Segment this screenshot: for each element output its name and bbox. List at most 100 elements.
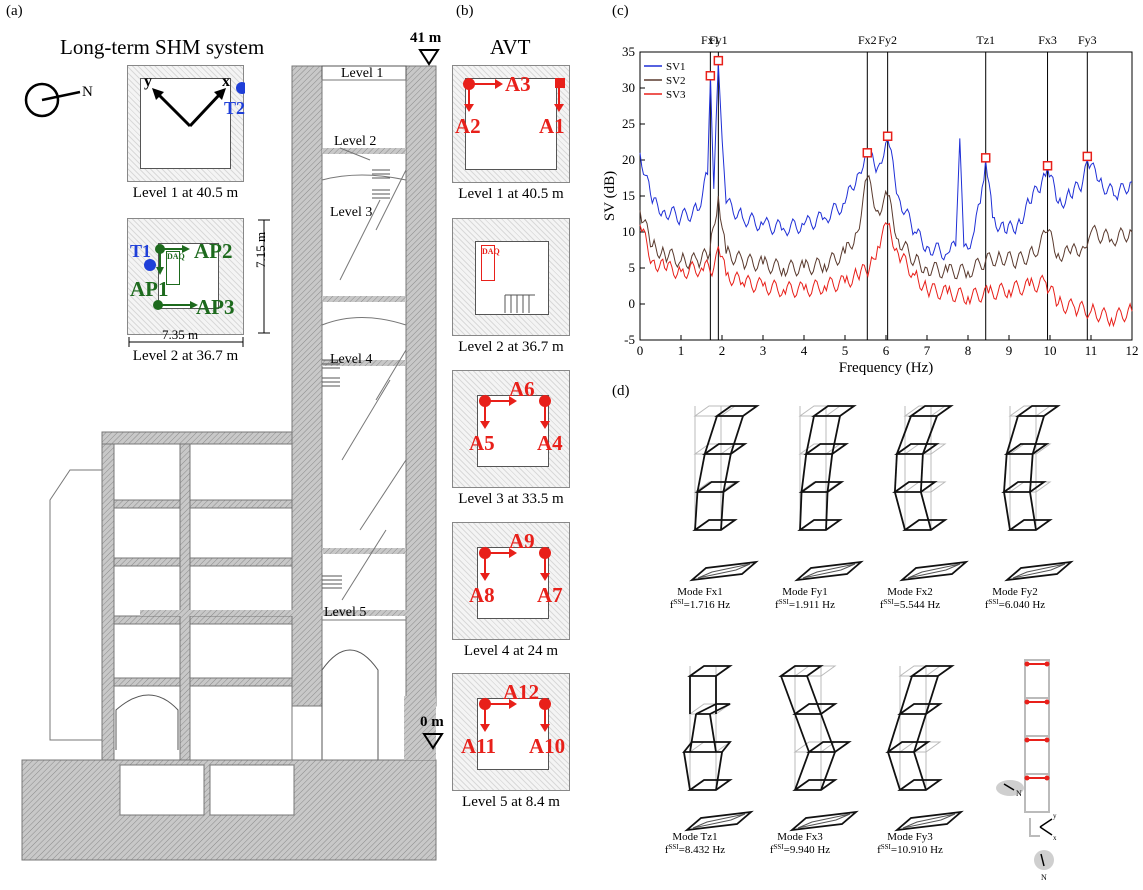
- deformed-edge: [919, 453, 924, 493]
- ref-sensor-dot: [1044, 775, 1050, 781]
- shm-level2-caption: Level 2 at 36.7 m: [132, 348, 239, 364]
- frame-box: [811, 405, 857, 417]
- deformed-edge: [689, 713, 697, 753]
- ref-north-label-2: N: [1041, 873, 1047, 882]
- north-arrow-icon: [24, 82, 81, 118]
- plan-inner: [802, 563, 856, 579]
- y-tick-label: 35: [622, 44, 635, 59]
- x-tick-label: 0: [637, 343, 644, 358]
- y-tick-label: 10: [622, 224, 635, 239]
- plan-outline: [899, 560, 969, 582]
- y-tick-label: 5: [629, 260, 636, 275]
- stair-icon: [504, 294, 535, 313]
- avt-level4-plan: A9 A8 A7: [452, 522, 570, 640]
- mode-freq-3: fSSI=5.544 Hz: [880, 598, 940, 611]
- mode-plan-view-2: [794, 560, 864, 582]
- x-tick-label: 3: [760, 343, 767, 358]
- frame-box: [687, 779, 733, 791]
- plan-inner: [797, 813, 851, 829]
- ref-north-disc-2: [1034, 850, 1054, 870]
- avt-level2-plan: DAQ: [452, 218, 570, 336]
- level-4-label: Level 4: [330, 352, 373, 367]
- x-tick-label: 6: [883, 343, 890, 358]
- shm-level1-caption: Level 1 at 40.5 m: [132, 185, 239, 201]
- deformed-edge: [683, 751, 691, 791]
- sensor-a7: A7: [537, 583, 563, 607]
- mode-shape-7: [885, 665, 955, 791]
- y-tick-label: 30: [622, 80, 635, 95]
- x-tick-label: 4: [801, 343, 808, 358]
- panel-label-a: (a): [6, 3, 23, 19]
- frame-box: [695, 703, 731, 715]
- avt-level3-caption: Level 3 at 33.5 m: [458, 491, 564, 507]
- deformed-edge: [806, 675, 822, 715]
- deformed-edge: [703, 415, 718, 455]
- x-tick-label: 10: [1044, 343, 1057, 358]
- frame-box: [793, 665, 837, 677]
- deformed-edge: [709, 713, 717, 753]
- mode-plan-view-5: [684, 810, 754, 832]
- mode-plan-view-1: [689, 560, 759, 582]
- legend-label-sv3: SV3: [666, 89, 686, 101]
- series-sv1: [639, 62, 1133, 261]
- deformed-edge: [913, 751, 927, 791]
- peak-marker-fy3: [1082, 151, 1093, 162]
- ref-north-needle-2: [1040, 853, 1045, 867]
- legend-label-sv1: SV1: [666, 61, 686, 73]
- mode-plan-view-7: [894, 810, 964, 832]
- frame-box: [694, 481, 741, 493]
- deformed-edge: [729, 415, 744, 455]
- axis-x-label: x: [222, 73, 230, 90]
- deformed-edge: [799, 491, 803, 531]
- frame-box: [894, 443, 940, 455]
- x-tick-label: 9: [1006, 343, 1013, 358]
- frame-box: [693, 443, 737, 455]
- deformed-edge: [1005, 415, 1019, 455]
- shm-level1-plan: y x T2: [127, 65, 245, 182]
- sensor-a11: A11: [461, 734, 497, 758]
- mode-line-label-fx2: Fx2: [858, 33, 877, 47]
- deformed-edge: [800, 453, 808, 493]
- mode-plan-view-3: [899, 560, 969, 582]
- peak-marker-tz1: [980, 153, 991, 163]
- sensor-ap2: AP2: [194, 239, 233, 263]
- deformed-edge: [1003, 453, 1008, 493]
- frame-box: [892, 481, 938, 493]
- plan-inner: [907, 563, 961, 579]
- frame-box: [682, 741, 732, 753]
- frame-box: [898, 741, 942, 753]
- plot-frame: [639, 51, 1133, 341]
- x-tick-label: 1: [678, 343, 685, 358]
- ref-frame: [1024, 773, 1050, 813]
- frame-box: [798, 481, 845, 493]
- deformed-edge: [826, 453, 834, 493]
- peak-marker-fx2: [862, 148, 873, 158]
- frame-box: [688, 703, 732, 715]
- plan-inner: [1012, 563, 1066, 579]
- axis-y-label: y: [144, 73, 152, 90]
- avt-title: AVT: [490, 35, 531, 59]
- deformed-edge: [794, 751, 810, 791]
- frame-box: [1003, 443, 1050, 455]
- peak-marker-fx1: [705, 71, 716, 81]
- legend-label-sv2: SV2: [666, 75, 686, 87]
- deformed-edge: [913, 713, 927, 753]
- x-tick-label: 2: [719, 343, 726, 358]
- deformed-edge: [893, 453, 898, 493]
- frame-box: [792, 703, 838, 715]
- y-tick-label: 25: [622, 116, 635, 131]
- ref-sensor-dot: [1024, 661, 1030, 667]
- plan-inner: [902, 813, 956, 829]
- sensor-a5: A5: [469, 431, 495, 455]
- mode-freq-4: fSSI=6.040 Hz: [985, 598, 1045, 611]
- frame-box: [885, 741, 931, 753]
- plan-outline: [1004, 560, 1074, 582]
- y-tick-label: 0: [629, 296, 636, 311]
- peak-marker-fx3: [1042, 161, 1053, 171]
- avt-daq-box: DAQ: [481, 245, 500, 281]
- x-tick-label: 5: [842, 343, 849, 358]
- mode-freq-7: fSSI=10.910 Hz: [877, 843, 943, 856]
- elevation-bottom-marker: [422, 733, 444, 750]
